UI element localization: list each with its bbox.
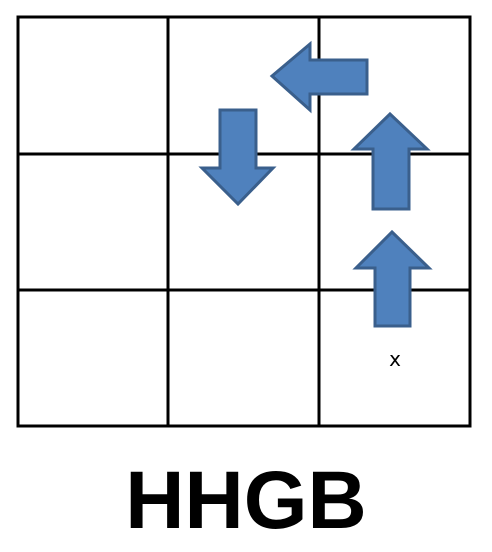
cell-marker-x: x [389, 347, 401, 371]
arrow-down-icon [198, 108, 277, 207]
arrows [198, 40, 433, 328]
caption-label: HHGB [125, 455, 366, 546]
grid-border [16, 15, 472, 428]
arrow-up-icon [350, 111, 431, 211]
arrow-up-icon [352, 229, 433, 328]
arrow-left-icon [269, 40, 369, 114]
grid [16, 15, 472, 428]
